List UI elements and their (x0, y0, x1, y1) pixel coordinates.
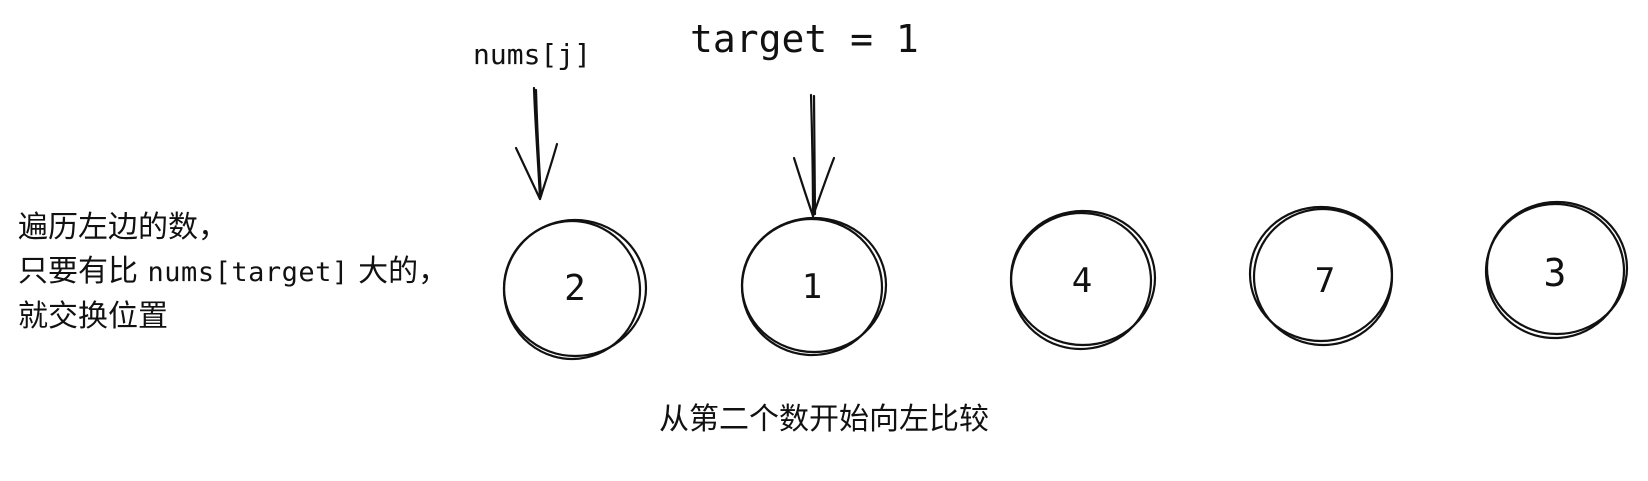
node-value-2: 1 (802, 267, 822, 307)
node-circle-5 (1484, 200, 1629, 340)
node-circle-2 (740, 216, 888, 357)
node-circle-1 (502, 218, 648, 361)
node-circle-3 (1009, 209, 1157, 351)
caption-text: 从第二个数开始向左比较 (659, 402, 989, 437)
node-value-4: 7 (1315, 261, 1335, 301)
node-value-3: 4 (1072, 261, 1092, 301)
target-label: target = 1 (690, 17, 919, 61)
nums-j-label: nums[j] (473, 38, 591, 71)
description-line-3: 就交换位置 (18, 299, 168, 334)
target-arrow (792, 93, 836, 218)
description-line-2-prefix: 只要有比 (18, 254, 148, 289)
node-value-1: 2 (564, 268, 586, 309)
node-value-5: 3 (1544, 251, 1567, 295)
description-text: 遍历左边的数， 只要有比 nums[target] 大的， 就交换位置 (18, 206, 478, 339)
description-line-2-code: nums[target] (147, 257, 349, 288)
description-line-2: 只要有比 nums[target] 大的， (18, 250, 478, 295)
description-line-2-suffix: 大的， (348, 254, 449, 289)
caption: 从第二个数开始向左比较 (0, 394, 1648, 438)
description-line-1: 遍历左边的数， (18, 210, 228, 245)
node-circle-4 (1248, 205, 1394, 347)
nums-j-arrow (514, 86, 559, 201)
